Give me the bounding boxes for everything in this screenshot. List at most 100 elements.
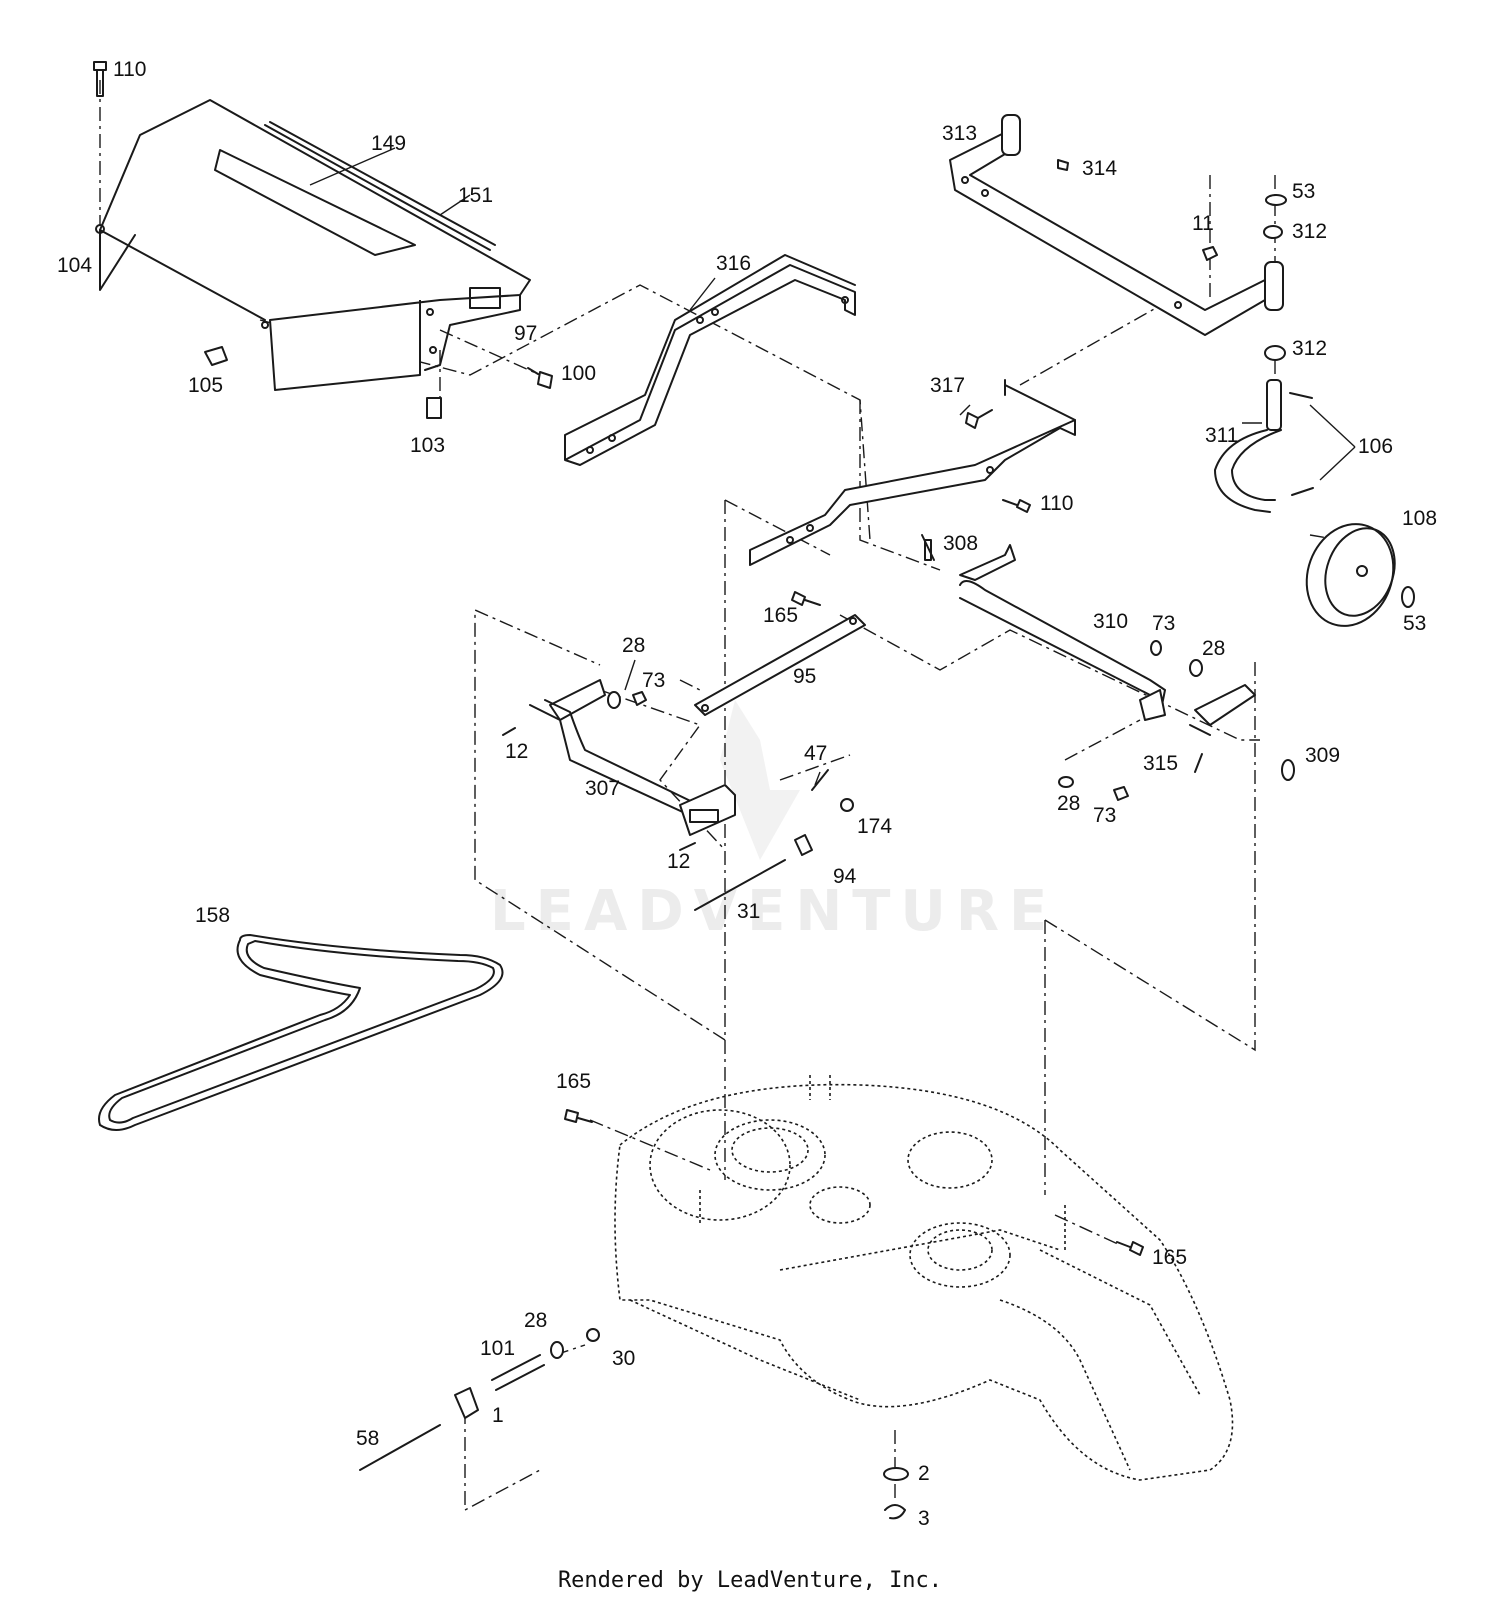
callout-28-lower-right: 28 (1057, 792, 1080, 815)
watermark-text: LEADVENTURE (490, 879, 1057, 944)
callout-165-mid: 165 (763, 604, 798, 627)
screw-100 (527, 367, 553, 389)
callout-53-wheel: 53 (1403, 612, 1426, 635)
callout-104: 104 (57, 254, 92, 277)
bushing-312-bottom (1264, 345, 1286, 361)
callout-174: 174 (857, 815, 892, 838)
washer-309 (1281, 759, 1295, 781)
callout-12-upper: 12 (505, 740, 528, 763)
callout-310: 310 (1093, 610, 1128, 633)
callout-3: 3 (918, 1507, 930, 1530)
belt-158 (98, 934, 504, 1131)
pin-308 (921, 534, 935, 561)
callout-2: 2 (918, 1462, 930, 1485)
callout-12-lower: 12 (667, 850, 690, 873)
pin-12-lower (679, 842, 696, 851)
callout-28-right: 28 (1202, 637, 1225, 660)
callout-11: 11 (1192, 212, 1214, 235)
callout-158: 158 (195, 904, 230, 927)
nut-73-lower-right (1113, 786, 1129, 801)
callout-316: 316 (716, 252, 751, 275)
spindle-311 (1214, 379, 1282, 513)
callout-73-right: 73 (1152, 612, 1175, 635)
washer-2 (883, 1467, 909, 1481)
wheel-108 (1305, 523, 1396, 627)
leader-lines (309, 147, 1356, 786)
deck-cover-shield (95, 99, 531, 391)
callout-30: 30 (612, 1347, 635, 1370)
bolt-110-mid (1002, 499, 1031, 513)
nut-73-left (632, 691, 647, 706)
callout-165-deck-right: 165 (1152, 1246, 1187, 1269)
washer-53-top (1265, 194, 1287, 206)
callout-47: 47 (804, 742, 827, 765)
callout-108: 108 (1402, 507, 1437, 530)
callout-28-bottom: 28 (524, 1309, 547, 1332)
callout-315: 315 (1143, 752, 1178, 775)
callout-73-left: 73 (642, 669, 665, 692)
callout-53-top: 53 (1292, 180, 1315, 203)
callout-73-lower-right: 73 (1093, 804, 1116, 827)
callout-58: 58 (356, 1427, 379, 1450)
callout-101: 101 (480, 1337, 515, 1360)
washer-28-right (1189, 659, 1203, 677)
callout-308: 308 (943, 532, 978, 555)
washer-28-lower-right (1058, 776, 1074, 788)
lift-shaft-310 (924, 539, 1256, 736)
lift-shaft-307 (529, 679, 736, 836)
bolt-165-mid (791, 591, 821, 606)
callout-317: 317 (930, 374, 965, 397)
spring-47 (811, 769, 829, 791)
callout-97: 97 (514, 322, 537, 345)
callout-106: 106 (1358, 435, 1393, 458)
clip-105 (204, 346, 228, 366)
clip-3 (884, 1504, 906, 1520)
callout-31: 31 (737, 900, 760, 923)
callout-307: 307 (585, 777, 620, 800)
grease-fitting-314 (1057, 159, 1069, 171)
pin-106 (1289, 392, 1314, 496)
watermark-logo (720, 700, 800, 860)
callout-labels: 110 149 151 104 97 100 105 103 316 313 3… (57, 58, 1437, 1530)
nut-30 (586, 1328, 600, 1342)
bracket-317 (749, 379, 1076, 566)
block-1 (454, 1387, 479, 1419)
front-axle-313 (949, 114, 1284, 336)
callout-311: 311 (1205, 424, 1238, 447)
rod-31 (694, 859, 786, 911)
callout-313: 313 (942, 122, 977, 145)
callout-110-mid: 110 (1040, 492, 1073, 515)
pin-315 (1194, 753, 1203, 773)
callout-28-left: 28 (622, 634, 645, 657)
block-94 (794, 834, 813, 856)
callout-105: 105 (188, 374, 223, 397)
bolt-317 (965, 409, 993, 429)
callout-94: 94 (833, 865, 857, 888)
rod-58 (359, 1424, 441, 1471)
bolt-165-deck-left (564, 1109, 593, 1123)
nut-11 (1202, 246, 1218, 261)
washer-28-bottom (550, 1341, 564, 1359)
bolt-110-top (93, 61, 107, 97)
washer-53-wheel (1401, 586, 1415, 608)
washer-73-right (1150, 640, 1162, 656)
callout-151: 151 (458, 184, 493, 207)
footer-credit: Rendered by LeadVenture, Inc. (557, 1568, 943, 1593)
callout-314: 314 (1082, 157, 1117, 180)
callout-103: 103 (410, 434, 445, 457)
bolt-165-deck-right (1116, 1241, 1144, 1256)
bushing-312-top (1263, 225, 1283, 239)
callout-312-top: 312 (1292, 220, 1327, 243)
callout-100: 100 (561, 362, 596, 385)
callout-165-deck-left: 165 (556, 1070, 591, 1093)
washer-28-left (607, 691, 621, 709)
callout-309: 309 (1305, 744, 1340, 767)
callout-149: 149 (371, 132, 406, 155)
callout-312-bottom: 312 (1292, 337, 1327, 360)
callout-110-top: 110 (113, 58, 146, 81)
bracket-316 (564, 254, 856, 466)
mower-deck (614, 1075, 1234, 1481)
spring-101 (491, 1354, 545, 1391)
link-95 (694, 614, 866, 716)
